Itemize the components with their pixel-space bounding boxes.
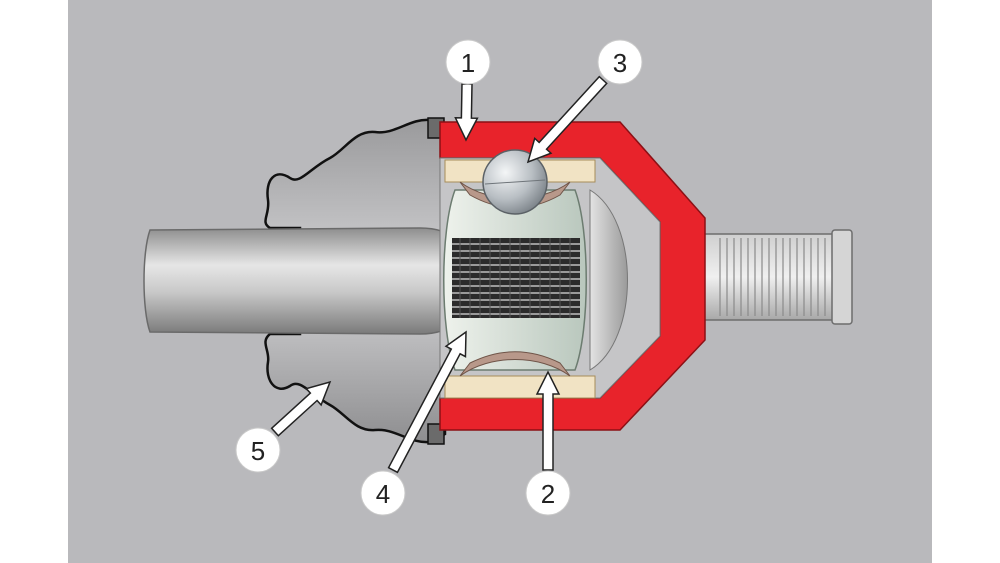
callout-number-1: 1 bbox=[461, 48, 475, 78]
callout-number-3: 3 bbox=[613, 48, 627, 78]
output-stub-shaft bbox=[700, 230, 852, 324]
right-margin bbox=[932, 0, 1000, 563]
drive-shaft bbox=[144, 228, 455, 334]
callout-number-2: 2 bbox=[541, 479, 555, 509]
inner-race-splines bbox=[452, 238, 580, 318]
callout-number-5: 5 bbox=[251, 436, 265, 466]
callout-number-4: 4 bbox=[376, 479, 390, 509]
lower-track bbox=[445, 376, 595, 398]
left-margin bbox=[0, 0, 68, 563]
